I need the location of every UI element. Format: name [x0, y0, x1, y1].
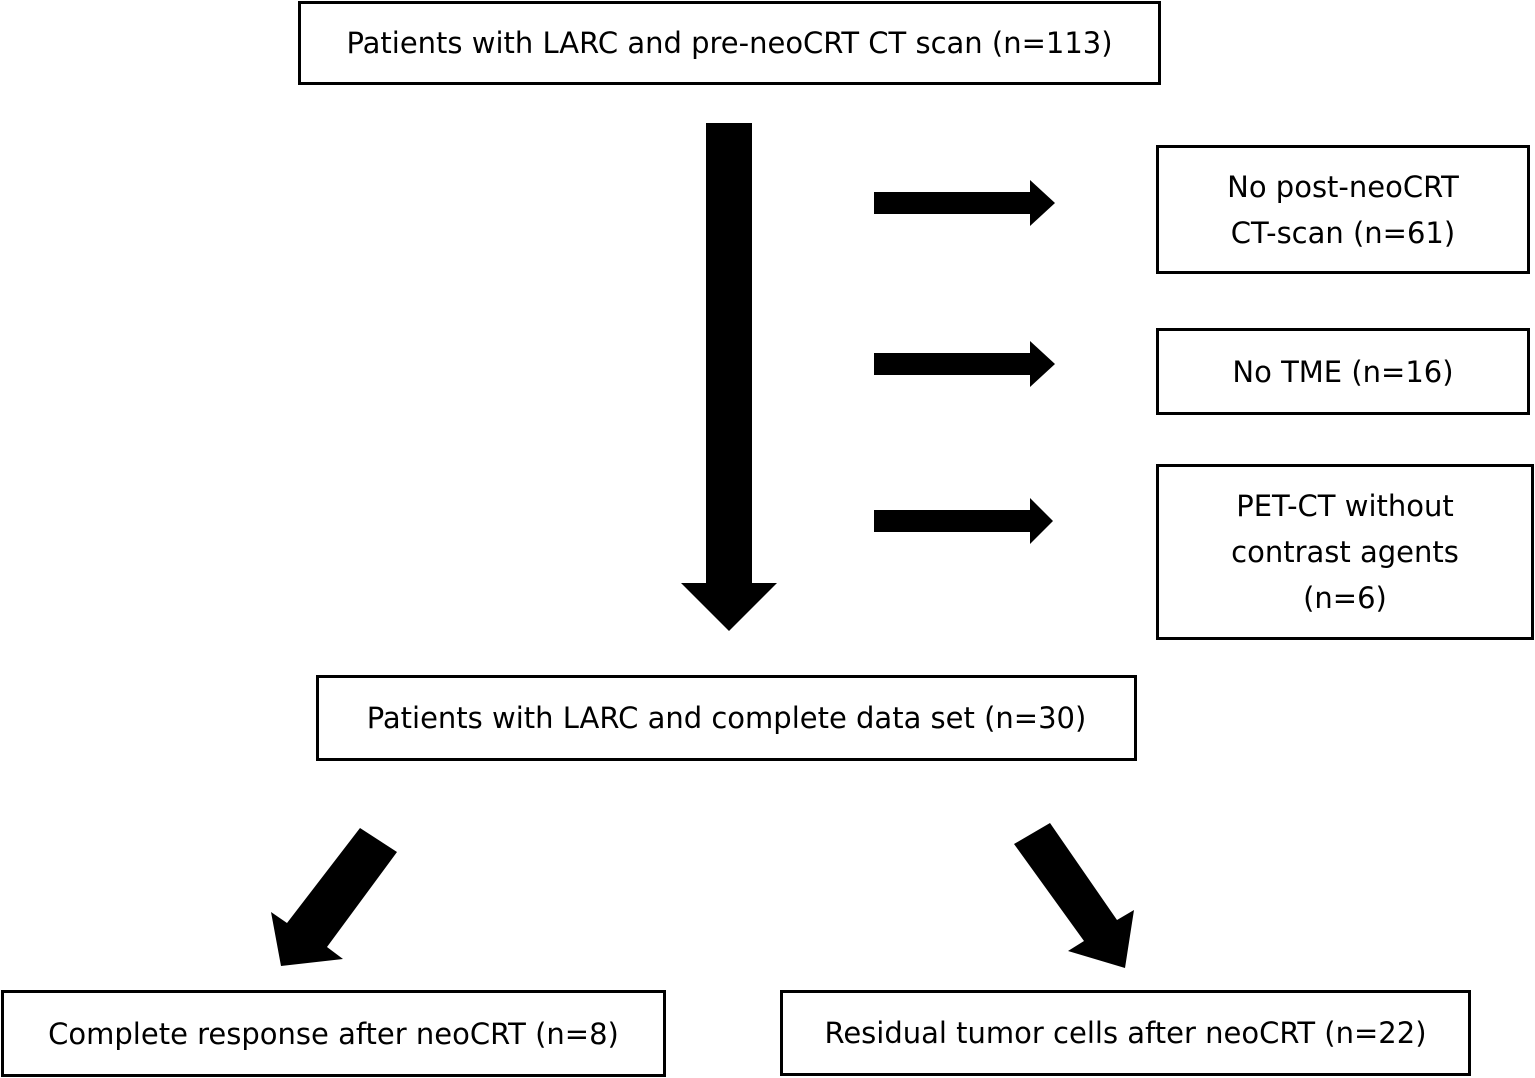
box-text: Patients with LARC and complete data set… — [366, 701, 1087, 735]
box-text: No post-neoCRT — [1227, 169, 1459, 204]
arrow-split-right — [1014, 823, 1134, 968]
box-text: No TME (n=16) — [1232, 354, 1454, 389]
box-text: Patients with LARC and pre-neoCRT CT sca… — [346, 26, 1113, 60]
box-text: CT-scan (n=61) — [1230, 215, 1456, 250]
box-text-group: No post-neoCRT CT-scan (n=61) — [1227, 164, 1459, 256]
box-text: PET-CT without — [1236, 489, 1454, 523]
box-residual-tumor: Residual tumor cells after neoCRT (n=22) — [780, 990, 1471, 1076]
box-text: Residual tumor cells after neoCRT (n=22) — [824, 1016, 1427, 1050]
box-text-group: PET-CT without contrast agents (n=6) — [1231, 483, 1459, 621]
box-exclusion-no-post-scan: No post-neoCRT CT-scan (n=61) — [1156, 145, 1530, 274]
box-complete-response: Complete response after neoCRT (n=8) — [1, 990, 666, 1077]
arrow-main-down — [681, 123, 777, 631]
box-exclusion-pet-ct: PET-CT without contrast agents (n=6) — [1156, 464, 1534, 640]
arrow-split-left — [271, 828, 397, 966]
box-exclusion-no-tme: No TME (n=16) — [1156, 328, 1530, 415]
box-text: contrast agents — [1231, 535, 1459, 569]
arrow-exclusion-2 — [874, 341, 1055, 387]
arrow-exclusion-1 — [874, 180, 1055, 226]
box-text: Complete response after neoCRT (n=8) — [48, 1016, 619, 1051]
box-patients-complete-data: Patients with LARC and complete data set… — [316, 675, 1137, 761]
box-patients-pre-neocrt: Patients with LARC and pre-neoCRT CT sca… — [298, 1, 1161, 85]
box-text: (n=6) — [1303, 581, 1387, 615]
arrow-exclusion-3 — [874, 498, 1053, 544]
